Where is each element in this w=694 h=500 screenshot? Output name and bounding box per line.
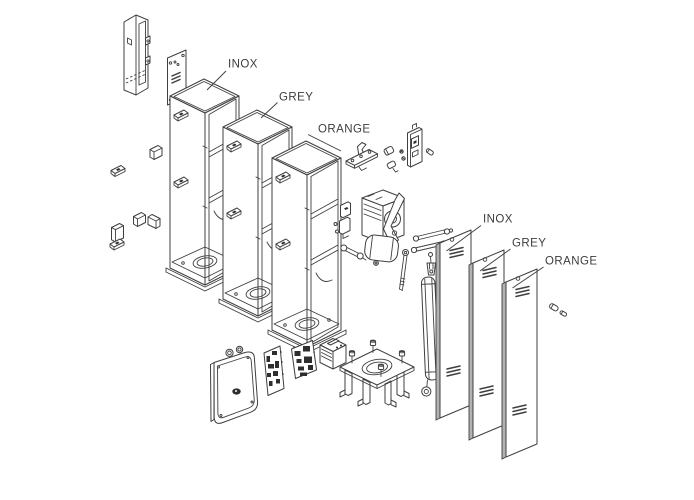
connecting-rod <box>340 244 367 261</box>
cabinet-orange <box>268 141 346 353</box>
label-cabinet-orange: ORANGE <box>307 124 371 152</box>
svg-text:INOX: INOX <box>483 214 513 226</box>
svg-text:GREY: GREY <box>512 238 546 250</box>
svg-text:INOX: INOX <box>228 59 258 71</box>
secondary-board <box>291 340 317 379</box>
cover-plug <box>110 165 126 177</box>
lock-latch-brackets <box>333 201 351 239</box>
anchor-bolt <box>348 350 356 364</box>
svg-text:ORANGE: ORANGE <box>318 124 371 136</box>
svg-text:ORANGE: ORANGE <box>545 256 598 268</box>
release-lever <box>345 142 378 171</box>
lock-cylinder-set <box>383 146 399 173</box>
anchor-bolt <box>369 339 377 353</box>
fixing-screws <box>549 303 568 317</box>
door-panel-grey <box>468 249 505 441</box>
cover-clip <box>149 145 163 160</box>
gearmotor-assembly <box>361 189 405 266</box>
pull-rod <box>399 249 409 291</box>
door-panel-inox <box>435 229 472 421</box>
label-cabinet-inox: INOX <box>206 59 258 91</box>
door-panel-orange <box>501 268 538 460</box>
control-board <box>263 345 285 396</box>
hinge-bracket <box>109 223 125 251</box>
anchor-bolt <box>398 350 406 364</box>
limit-switch-bracket <box>399 122 423 168</box>
label-panel-orange: ORANGE <box>512 256 598 289</box>
label-panel-inox: INOX <box>446 214 513 252</box>
cover-clip-pair <box>133 212 161 229</box>
transformer <box>319 338 347 370</box>
label-cabinet-grey: GREY <box>260 92 313 119</box>
foundation-plate <box>339 339 415 408</box>
control-box <box>210 345 259 424</box>
svg-text:GREY: GREY <box>279 92 313 104</box>
anchor-bolt <box>377 363 385 377</box>
small-screw <box>425 148 434 156</box>
upright-channel-bracket <box>123 14 151 96</box>
label-panel-grey: GREY <box>479 238 546 272</box>
